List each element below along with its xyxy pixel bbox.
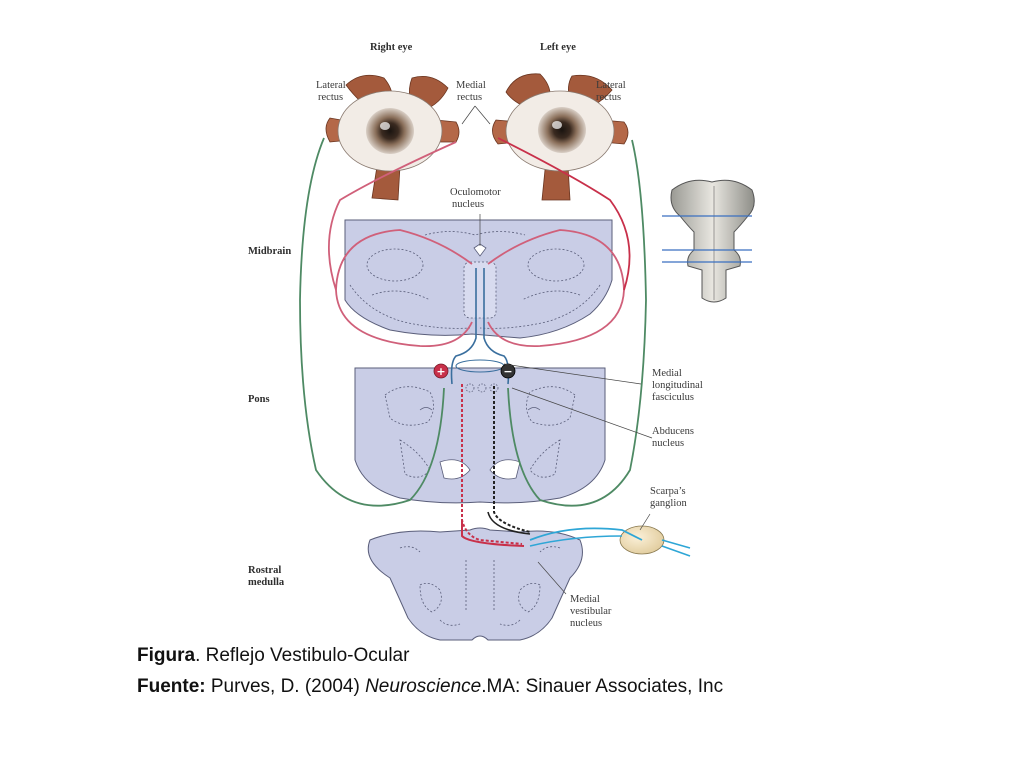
label-left-eye: Left eye bbox=[540, 42, 576, 53]
label-mvn-3: nucleus bbox=[570, 618, 602, 629]
label-midbrain: Midbrain bbox=[248, 246, 291, 257]
label-lateral-rectus-left-eye-2: rectus bbox=[596, 92, 621, 103]
leader-lines bbox=[461, 105, 653, 595]
inhibitory-marker: − bbox=[500, 363, 516, 379]
caption-figure-title: . Reflejo Vestibulo-Ocular bbox=[195, 645, 410, 666]
scarpas-ganglion bbox=[619, 525, 691, 557]
excitatory-marker: + bbox=[433, 363, 449, 379]
excitatory-sign: + bbox=[436, 365, 445, 378]
midbrain-section bbox=[344, 219, 613, 339]
label-lateral-rectus-right-eye-1: Lateral bbox=[316, 80, 346, 91]
label-lateral-rectus-left-eye-1: Lateral bbox=[596, 80, 626, 91]
label-abducens-2: nucleus bbox=[652, 438, 684, 449]
label-pons: Pons bbox=[248, 394, 270, 405]
label-scarpa-2: ganglion bbox=[650, 498, 687, 509]
label-medial-rectus-1: Medial bbox=[456, 80, 486, 91]
inhibitory-sign: − bbox=[503, 365, 512, 378]
left-eye-graphic bbox=[492, 73, 629, 201]
caption-figure-label: Figura bbox=[137, 645, 196, 666]
pons-section bbox=[354, 367, 606, 504]
neural-pathways bbox=[299, 137, 647, 547]
label-mvn-1: Medial bbox=[570, 594, 600, 605]
label-oculomotor-1: Oculomotor bbox=[450, 187, 501, 198]
label-lateral-rectus-right-eye-2: rectus bbox=[318, 92, 343, 103]
label-mvn-2: vestibular bbox=[570, 606, 612, 617]
label-rostral-medulla-1: Rostral bbox=[248, 565, 281, 576]
label-right-eye: Right eye bbox=[370, 42, 413, 53]
label-rostral-medulla-2: medulla bbox=[248, 577, 285, 588]
caption-source-label: Fuente: bbox=[137, 676, 206, 697]
caption-source-author: Purves, D. (2004) bbox=[205, 676, 366, 697]
caption-figure: Figura. Reflejo Vestibulo-Ocular bbox=[137, 645, 409, 667]
label-oculomotor-2: nucleus bbox=[452, 199, 484, 210]
caption-source-publisher: .MA: Sinauer Associates, Inc bbox=[481, 676, 724, 697]
medulla-section bbox=[367, 527, 583, 641]
label-medial-rectus-2: rectus bbox=[457, 92, 482, 103]
caption-source-book: Neuroscience bbox=[365, 676, 482, 697]
label-mlf-1: Medial bbox=[652, 368, 682, 379]
label-mlf-3: fasciculus bbox=[652, 392, 694, 403]
right-eye-graphic bbox=[325, 74, 460, 201]
brainstem-inset bbox=[662, 179, 755, 303]
label-mlf-2: longitudinal bbox=[652, 380, 703, 391]
label-scarpa-1: Scarpa’s bbox=[650, 486, 686, 497]
label-abducens-1: Abducens bbox=[652, 426, 694, 437]
caption-source: Fuente: Purves, D. (2004) Neuroscience.M… bbox=[137, 676, 723, 698]
